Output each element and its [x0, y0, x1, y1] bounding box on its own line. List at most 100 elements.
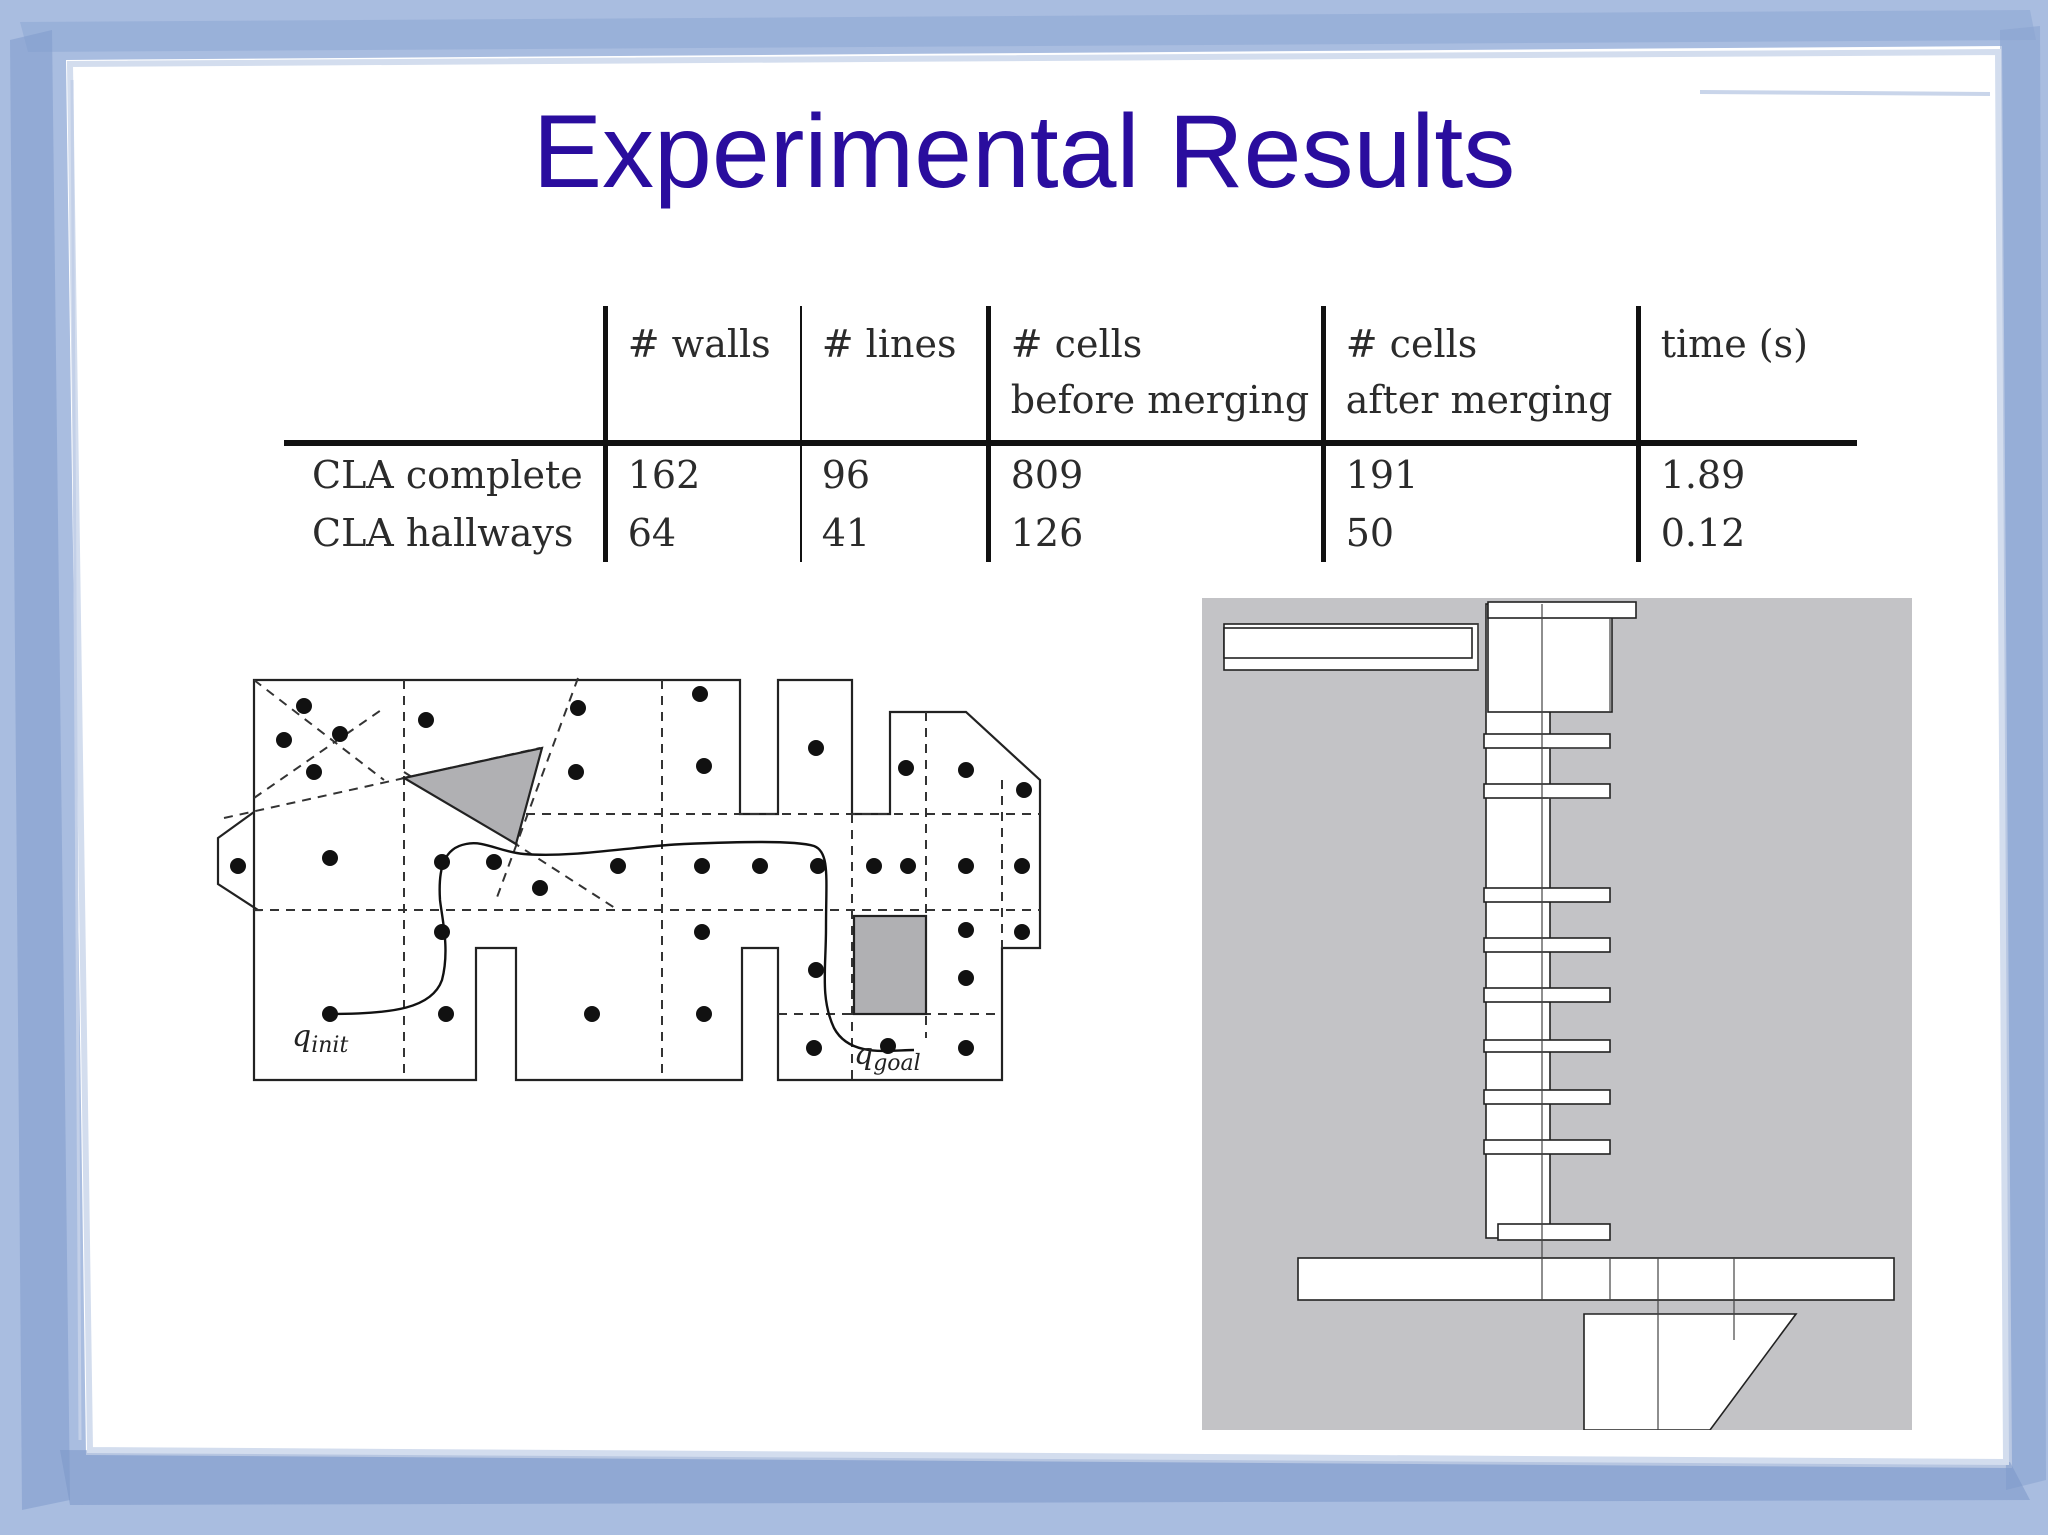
cell-node — [752, 858, 768, 874]
goal-node — [880, 1038, 896, 1054]
header-line: # cells — [1345, 322, 1478, 366]
frame-shadow-left — [10, 30, 70, 1510]
cell-node — [418, 712, 434, 728]
cell-node — [584, 1006, 600, 1022]
cell-node — [610, 858, 626, 874]
room-top-strip — [1487, 601, 1637, 619]
cell-node — [898, 760, 914, 776]
frame-shadow-top — [20, 10, 2036, 52]
cell-node — [1014, 858, 1030, 874]
cell-cells-after: 50 — [1320, 504, 1639, 562]
results-table: # walls # lines # cells before merging #… — [284, 306, 1857, 562]
cell-node — [230, 858, 246, 874]
map-background — [1202, 598, 1912, 1430]
header-line: # walls — [627, 322, 771, 366]
bottom-room — [1583, 1313, 1798, 1430]
hall-branch — [1483, 1039, 1611, 1053]
hallway-map — [1202, 598, 1912, 1430]
hall-branch — [1483, 1139, 1611, 1155]
frame-inner-stroke — [66, 48, 2010, 1466]
cell-node — [696, 758, 712, 774]
cell-node — [958, 1040, 974, 1056]
cell-walls: 64 — [602, 504, 801, 562]
cell-node — [296, 698, 312, 714]
room-top-block — [1487, 603, 1613, 713]
cell-node — [958, 858, 974, 874]
hall-branch — [1497, 1223, 1611, 1241]
path-curve — [329, 840, 915, 1053]
cell-node — [276, 732, 292, 748]
obstacle-square — [852, 914, 928, 1016]
header-walls: # walls — [602, 306, 801, 446]
cell-node — [866, 858, 882, 874]
cell-node — [696, 1006, 712, 1022]
frame-shadow-right — [2000, 26, 2046, 1490]
cell-node — [900, 858, 916, 874]
table-row: CLA hallways 64 41 126 50 0.12 — [284, 504, 1857, 562]
cell-node — [438, 1006, 454, 1022]
hall-branch — [1483, 783, 1611, 799]
start-label: qinit — [292, 1019, 348, 1058]
room-left-wing-inner — [1223, 627, 1473, 659]
cell-time: 1.89 — [1635, 443, 1857, 504]
cell-node — [532, 880, 548, 896]
cell-decomposition-diagram: qinit qgoal — [216, 677, 1042, 1082]
cell-boundary — [495, 677, 579, 901]
cell-walls: 162 — [602, 443, 801, 504]
cell-boundary — [253, 679, 385, 781]
cell-node — [958, 762, 974, 778]
cell-node — [692, 686, 708, 702]
row-label: CLA hallways — [312, 511, 574, 555]
cell-cells-after: 191 — [1320, 443, 1639, 504]
cell-node — [434, 924, 450, 940]
hall-branch — [1483, 937, 1611, 953]
goal-label: qgoal — [854, 1037, 921, 1076]
cell-cells-before: 809 — [985, 443, 1324, 504]
header-blank — [284, 306, 606, 446]
header-cells-before: # cells before merging — [985, 306, 1324, 446]
cell-node — [1016, 782, 1032, 798]
header-lines: # lines — [799, 306, 989, 446]
hall-branch — [1483, 1089, 1611, 1105]
header-line: after merging — [1345, 378, 1613, 422]
cell-node — [694, 858, 710, 874]
header-cells-after: # cells after merging — [1320, 306, 1639, 446]
header-line: before merging — [1010, 378, 1310, 422]
cell-node — [808, 740, 824, 756]
header-line: # cells — [1010, 322, 1143, 366]
row-label: CLA complete — [312, 453, 583, 497]
table-row: CLA complete 162 96 809 191 1.89 — [284, 443, 1857, 504]
cell-node — [568, 764, 584, 780]
header-line: time (s) — [1660, 322, 1808, 366]
cell-boundary — [223, 747, 541, 819]
hall-branch — [1483, 987, 1611, 1003]
hall-branch — [1483, 733, 1611, 749]
cell-node — [958, 922, 974, 938]
cell-lines: 41 — [799, 504, 989, 562]
cell-node — [1014, 924, 1030, 940]
cell-node — [486, 854, 502, 870]
cell-node — [306, 764, 322, 780]
cell-lines: 96 — [799, 443, 989, 504]
frame-brush-line — [70, 79, 82, 1441]
header-time: time (s) — [1635, 306, 1857, 446]
slide-title: Experimental Results — [532, 94, 1516, 210]
cell-boundary — [253, 707, 385, 799]
header-line: # lines — [821, 322, 957, 366]
table-header-row: # walls # lines # cells before merging #… — [284, 306, 1857, 446]
start-node — [322, 1006, 338, 1022]
cell-node — [332, 726, 348, 742]
obstacle-triangle — [401, 746, 544, 846]
cell-boundary — [403, 771, 619, 911]
cell-node — [434, 854, 450, 870]
cell-node — [570, 700, 586, 716]
cell-node — [808, 962, 824, 978]
cell-node — [322, 850, 338, 866]
frame-brush-line — [1699, 90, 1991, 96]
cell-node — [810, 858, 826, 874]
cell-node — [958, 970, 974, 986]
cell-time: 0.12 — [1635, 504, 1857, 562]
cell-node — [806, 1040, 822, 1056]
cell-cells-before: 126 — [985, 504, 1324, 562]
